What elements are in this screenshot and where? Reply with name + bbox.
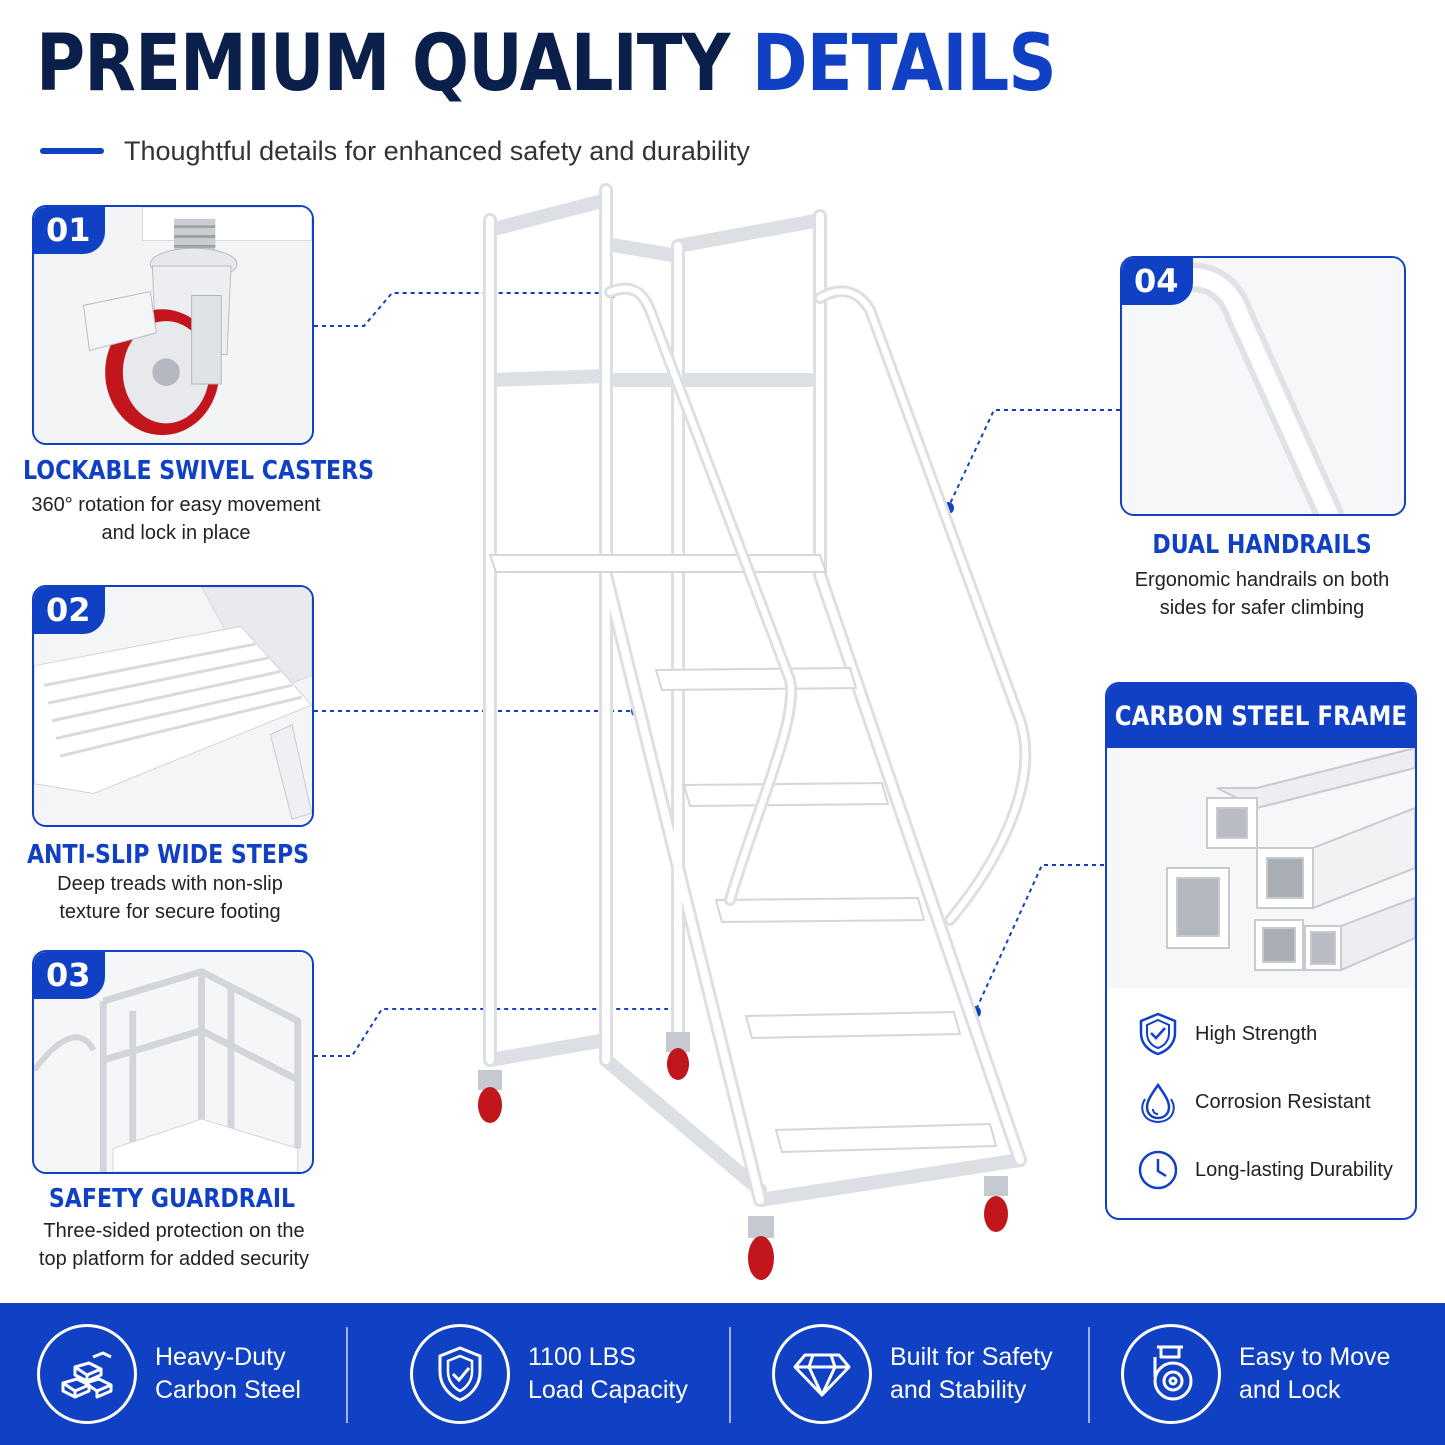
- footer-heavy-duty-line2: Carbon Steel: [155, 1376, 301, 1404]
- feature-number-03: 03: [34, 952, 105, 1000]
- feature-desc-guardrail: Three-sided protection on the top platfo…: [14, 1217, 334, 1273]
- feature-desc-handrails-line2: sides for safer climbing: [1159, 597, 1365, 619]
- frame-benefit-durability: Long-lasting Durability: [1135, 1136, 1405, 1204]
- steel-bars-icon: [61, 1351, 113, 1399]
- footer-text-load-capacity: 1100 LBS Load Capacity: [528, 1341, 688, 1407]
- subtitle-accent-bar: [40, 148, 104, 154]
- diamond-icon: [793, 1353, 851, 1397]
- footer-icon-circle-safety: [772, 1324, 872, 1424]
- feature-number-02: 02: [34, 587, 105, 635]
- feature-title-steps: ANTI-SLIP WIDE STEPS: [26, 840, 310, 870]
- footer-item-move-lock: Easy to Move and Lock: [1121, 1303, 1390, 1445]
- footer-heavy-duty-line1: Heavy-Duty: [155, 1343, 286, 1371]
- feature-desc-guardrail-line1: Three-sided protection on the: [43, 1220, 305, 1242]
- footer-benefits-bar: Heavy-Duty Carbon Steel 1100 LBS Load Ca…: [0, 1303, 1445, 1445]
- frame-benefit-corrosion-label: Corrosion Resistant: [1195, 1090, 1371, 1113]
- frame-benefit-durability-label: Long-lasting Durability: [1195, 1158, 1393, 1181]
- clock-icon: [1138, 1150, 1178, 1190]
- frame-benefits-list: High Strength Corrosion Resistant Long-l…: [1135, 1000, 1405, 1204]
- title-part-1: PREMIUM QUALITY: [36, 19, 730, 109]
- feature-card-steps: 02: [32, 585, 314, 827]
- page-title: PREMIUM QUALITY DETAILS: [36, 19, 1057, 109]
- footer-icon-circle-heavy-duty: [37, 1324, 137, 1424]
- feature-desc-casters: 360° rotation for easy movement and lock…: [16, 491, 336, 547]
- feature-desc-steps-line1: Deep treads with non-slip: [57, 873, 283, 895]
- carbon-steel-frame-title: CARBON STEEL FRAME: [1114, 700, 1408, 732]
- frame-benefit-high-strength: High Strength: [1135, 1000, 1405, 1068]
- footer-load-capacity-line1: 1100 LBS: [528, 1343, 636, 1371]
- footer-divider: [1088, 1327, 1090, 1423]
- footer-move-lock-line1: Easy to Move: [1239, 1343, 1391, 1371]
- feature-card-guardrail: 03: [32, 950, 314, 1174]
- page-subtitle: Thoughtful details for enhanced safety a…: [124, 136, 750, 166]
- frame-benefit-corrosion: Corrosion Resistant: [1135, 1068, 1405, 1136]
- frame-benefit-high-strength-label: High Strength: [1195, 1022, 1318, 1045]
- footer-safety-line1: Built for Safety: [890, 1343, 1053, 1371]
- feature-number-04: 04: [1122, 258, 1193, 306]
- square-tubes-photo: [1107, 748, 1415, 988]
- feature-title-guardrail: SAFETY GUARDRAIL: [48, 1184, 296, 1214]
- water-drop-icon: [1141, 1082, 1175, 1124]
- feature-desc-casters-line2: and lock in place: [101, 522, 251, 544]
- caster-wheel-photo: [34, 207, 312, 443]
- caster-wheels: [478, 1032, 1008, 1280]
- feature-title-casters: LOCKABLE SWIVEL CASTERS: [23, 456, 375, 486]
- footer-item-heavy-duty: Heavy-Duty Carbon Steel: [37, 1303, 301, 1445]
- feature-desc-steps-line2: texture for secure footing: [59, 901, 281, 923]
- footer-text-move-lock: Easy to Move and Lock: [1239, 1341, 1390, 1407]
- feature-desc-handrails: Ergonomic handrails on both sides for sa…: [1102, 566, 1422, 622]
- shield-check-icon: [1139, 1012, 1177, 1056]
- footer-text-safety: Built for Safety and Stability: [890, 1341, 1053, 1407]
- feature-card-handrails: 04: [1120, 256, 1406, 516]
- footer-move-lock-line2: and Lock: [1239, 1376, 1341, 1404]
- footer-icon-circle-load-capacity: [410, 1324, 510, 1424]
- title-part-2: DETAILS: [751, 19, 1057, 109]
- feature-desc-casters-line1: 360° rotation for easy movement: [31, 494, 321, 516]
- footer-safety-line2: and Stability: [890, 1376, 1027, 1404]
- footer-load-capacity-line2: Load Capacity: [528, 1376, 688, 1404]
- shield-icon: [438, 1346, 482, 1402]
- carbon-steel-frame-header: CARBON STEEL FRAME: [1107, 684, 1415, 748]
- footer-item-safety: Built for Safety and Stability: [772, 1303, 1053, 1445]
- footer-item-load-capacity: 1100 LBS Load Capacity: [410, 1303, 688, 1445]
- caster-wheel-icon: [1153, 1345, 1193, 1401]
- rolling-ladder-illustration: [478, 183, 1032, 1280]
- feature-number-01: 01: [34, 207, 105, 255]
- feature-card-casters: 01: [32, 205, 314, 445]
- footer-text-heavy-duty: Heavy-Duty Carbon Steel: [155, 1341, 301, 1407]
- feature-desc-steps: Deep treads with non-slip texture for se…: [10, 870, 330, 926]
- carbon-steel-frame-card: CARBON STEEL FRAME High Streng: [1105, 682, 1417, 1220]
- footer-divider: [729, 1327, 731, 1423]
- feature-desc-guardrail-line2: top platform for added security: [38, 1248, 310, 1270]
- footer-divider: [346, 1327, 348, 1423]
- footer-icon-circle-move-lock: [1121, 1324, 1221, 1424]
- feature-desc-handrails-line1: Ergonomic handrails on both: [1134, 569, 1390, 591]
- feature-title-handrails: DUAL HANDRAILS: [1152, 530, 1372, 560]
